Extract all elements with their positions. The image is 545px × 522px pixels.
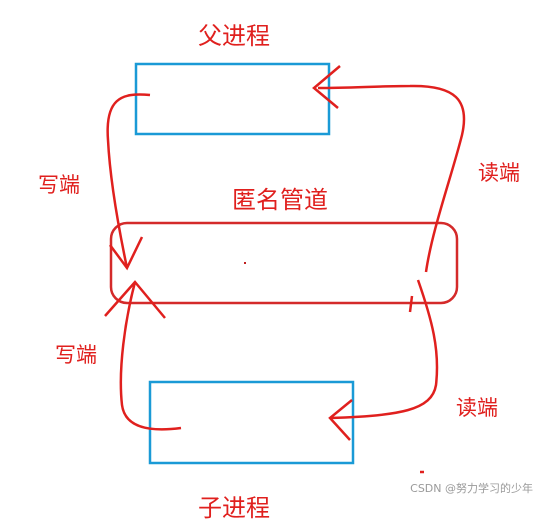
child-process-box [148, 380, 355, 465]
parent-write-arrow [106, 93, 151, 269]
parent-read-arrow [317, 84, 466, 273]
parent-write-arrowhead [108, 236, 144, 271]
child-read-arrow [329, 279, 439, 420]
read-end-bottom-label: 读端 [456, 396, 498, 420]
parent-process-label: 父进程 [198, 22, 270, 50]
parent-process-box [134, 62, 331, 136]
read-end-top-label: 读端 [478, 161, 520, 185]
pipe-dot [244, 262, 246, 264]
pipe-label: 匿名管道 [232, 186, 328, 214]
diagram: 父进程 匿名管道 子进程 写端 写端 读端 读端 CSDN @努力学习的少年 [38, 22, 533, 520]
write-end-top-label: 写端 [38, 173, 80, 197]
watermark: CSDN @努力学习的少年 [410, 482, 533, 495]
child-write-arrowhead [104, 280, 166, 319]
diagram-drawing [104, 62, 466, 474]
write-end-bottom-label: 写端 [55, 343, 97, 367]
child-write-arrow [119, 281, 182, 431]
pipe-tick-mark [408, 295, 414, 313]
child-process-label: 子进程 [198, 494, 270, 522]
pipe-box [109, 221, 459, 305]
parent-read-arrowhead [312, 65, 341, 109]
child-read-arrowhead [328, 399, 353, 441]
